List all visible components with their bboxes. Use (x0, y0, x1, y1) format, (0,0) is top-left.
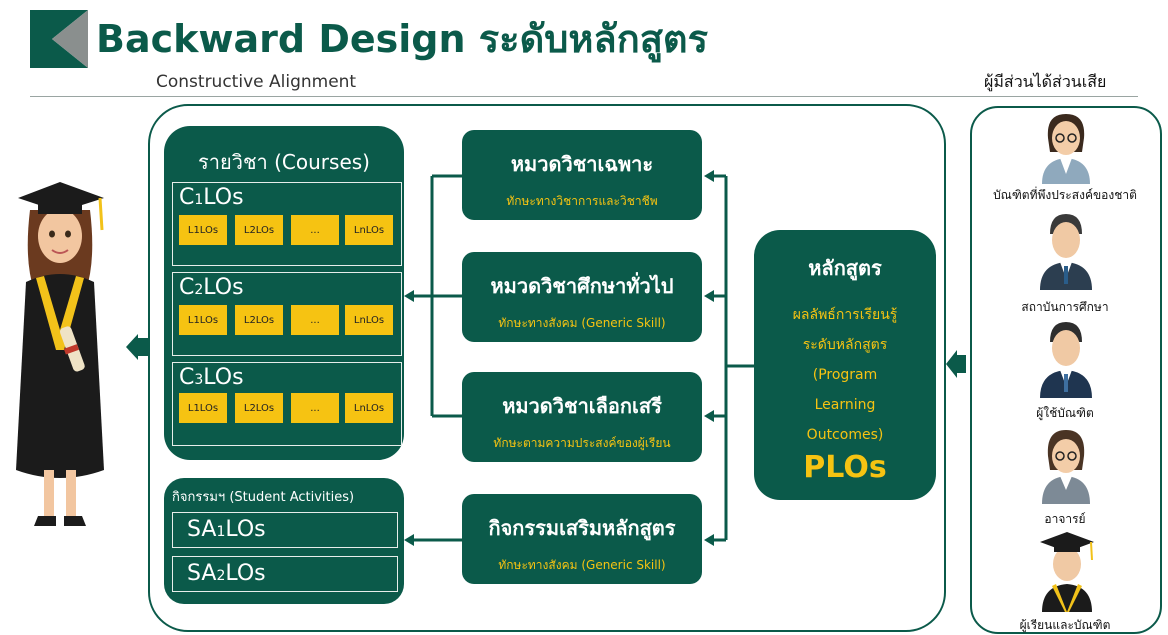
plo-line: (Program (812, 367, 878, 383)
stakeholder-label: สถาบันการศึกษา (1021, 300, 1109, 314)
curriculum-plo-box: หลักสูตร ผลลัพธ์การเรียนรู้ ระดับหลักสูต… (754, 230, 936, 500)
lo-cell: LnLOs (345, 305, 393, 335)
arrow-to-graduate-icon (126, 334, 148, 360)
activities-title: กิจกรรมฯ (Student Activities) (172, 490, 355, 505)
curriculum-title: หลักสูตร (808, 256, 882, 280)
stakeholders-title: ผู้มีส่วนได้ส่วนเสีย (984, 72, 1107, 91)
stakeholder-label: บัณฑิตที่พึงประสงค์ของชาติ (993, 188, 1137, 202)
lo-cell: L1LOs (179, 393, 227, 423)
arrow-head (704, 170, 714, 182)
course-lo-label: C1LOs (179, 185, 244, 210)
course-lo-label: C2LOs (179, 275, 244, 300)
stakeholder-label: อาจารย์ (1044, 512, 1086, 526)
category-subtitle: ทักษะตามความประสงค์ของผู้เรียน (493, 436, 671, 450)
businesswoman-icon (1042, 114, 1090, 184)
lo-cell: L2LOs (235, 393, 283, 423)
plo-line: Learning (814, 397, 876, 413)
arrow-head (704, 410, 714, 422)
graduate-woman-icon (16, 182, 104, 526)
activity-lo-item: SA1LOs (172, 512, 398, 548)
category-title: หมวดวิชาเลือกเสรี (502, 394, 662, 418)
page-subtitle: Constructive Alignment (156, 72, 357, 92)
lo-cell: LnLOs (345, 393, 393, 423)
arrow-head (704, 534, 714, 546)
alignment-frame (148, 104, 946, 632)
course-lo-group: C3LOs L1LOs L2LOs ... LnLOs (172, 362, 402, 446)
stakeholder-label: ผู้เรียนและบัณฑิต (1019, 618, 1111, 632)
category-general: หมวดวิชาศึกษาทั่วไป ทักษะทางสังคม (Gener… (462, 252, 702, 342)
arrow-from-stakeholders-icon (946, 350, 966, 378)
plo-line: ผลลัพธ์การเรียนรู้ (792, 307, 898, 323)
category-extracurricular: กิจกรรมเสริมหลักสูตร ทักษะทางสังคม (Gene… (462, 494, 702, 584)
category-subtitle: ทักษะทางสังคม (Generic Skill) (498, 316, 666, 330)
category-subtitle: ทักษะทางวิชาการและวิชาชีพ (506, 194, 658, 208)
lo-cell: L1LOs (179, 215, 227, 245)
lo-cell: L2LOs (235, 215, 283, 245)
header-divider (30, 96, 1138, 97)
businessman-icon (1040, 214, 1092, 290)
arrow-head (404, 534, 414, 546)
lo-cell: ... (291, 215, 339, 245)
category-title: หมวดวิชาศึกษาทั่วไป (490, 274, 674, 298)
lo-cell: L1LOs (179, 305, 227, 335)
stakeholders-frame (970, 106, 1162, 634)
stakeholder-label: ผู้ใช้บัณฑิต (1036, 406, 1094, 420)
category-title: กิจกรรมเสริมหลักสูตร (488, 516, 676, 540)
student-graduate-icon (1040, 532, 1094, 612)
course-lo-group: C2LOs L1LOs L2LOs ... LnLOs (172, 272, 402, 356)
logo-icon (30, 10, 88, 68)
lo-cell: LnLOs (345, 215, 393, 245)
arrow-head (704, 290, 714, 302)
page-title: Backward Design ระดับหลักสูตร (96, 17, 709, 61)
employer-icon (1040, 322, 1092, 398)
lo-cell: ... (291, 305, 339, 335)
plo-acronym: PLOs (803, 450, 887, 485)
category-major: หมวดวิชาเฉพาะ ทักษะทางวิชาการและวิชาชีพ (462, 130, 702, 220)
course-lo-label: C3LOs (179, 365, 244, 390)
arrow-head (404, 290, 414, 302)
teacher-icon (1042, 430, 1090, 504)
courses-title: รายวิชา (Courses) (198, 150, 370, 174)
activity-lo-item: SA2LOs (172, 556, 398, 592)
lo-cell: ... (291, 393, 339, 423)
activities-panel (164, 478, 404, 604)
category-elective: หมวดวิชาเลือกเสรี ทักษะตามความประสงค์ของ… (462, 372, 702, 462)
course-lo-group: C1LOs L1LOs L2LOs ... LnLOs (172, 182, 402, 266)
lo-cell: L2LOs (235, 305, 283, 335)
category-title: หมวดวิชาเฉพาะ (510, 152, 654, 176)
plo-line: ระดับหลักสูตร (802, 337, 888, 353)
category-subtitle: ทักษะทางสังคม (Generic Skill) (498, 558, 666, 572)
plo-line: Outcomes) (806, 427, 884, 443)
